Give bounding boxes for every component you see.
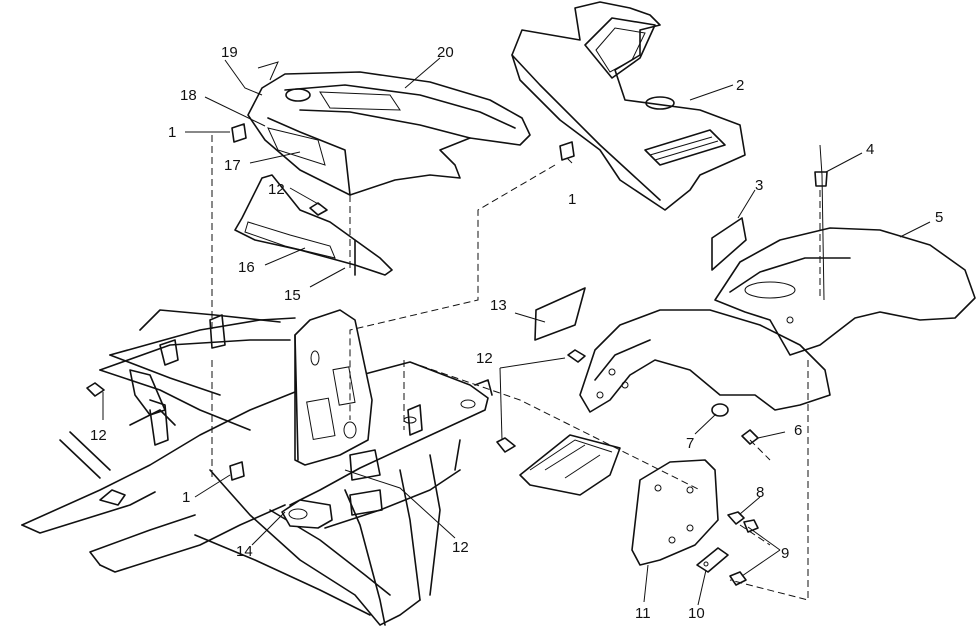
- atv-frame: [21, 309, 493, 626]
- callout-1-top-left: 1: [168, 124, 176, 141]
- mud-flap-part-11: [631, 459, 719, 566]
- callout-13: 13: [490, 297, 507, 314]
- callout-1-bottom: 1: [182, 489, 190, 506]
- callout-10: 10: [688, 605, 705, 622]
- front-fender: [579, 309, 831, 413]
- bracket-part-10: [696, 547, 729, 573]
- decal-part-3: [711, 217, 747, 271]
- callout-3: 3: [755, 177, 763, 194]
- callout-18: 18: [180, 87, 197, 104]
- callout-12-mid: 12: [476, 350, 493, 367]
- callout-6: 6: [794, 422, 802, 439]
- callout-2: 2: [736, 77, 744, 94]
- callout-12-left: 12: [90, 427, 107, 444]
- leader-lines: [102, 57, 931, 606]
- rear-fender-part-5: [714, 227, 976, 356]
- callout-16: 16: [238, 259, 255, 276]
- callout-12-top: 12: [268, 181, 285, 198]
- callout-11-label: 11: [635, 605, 651, 622]
- callout-12-bottom: 12: [452, 539, 469, 556]
- callout-17: 17: [224, 157, 241, 174]
- mount-bracket: [519, 434, 621, 496]
- callout-15: 15: [284, 287, 301, 304]
- rear-cover-part-2: [511, 1, 746, 211]
- callout-1-mid: 1: [568, 191, 576, 208]
- callout-20: 20: [437, 44, 454, 61]
- lower-panel-part-16: [234, 174, 393, 276]
- hardware: [86, 123, 828, 586]
- callout-11-text: 11: [635, 605, 651, 622]
- callout-7: 7: [686, 435, 694, 452]
- callout-4: 4: [866, 141, 874, 158]
- callout-19: 19: [221, 44, 238, 61]
- front-cover-part-20: [247, 61, 531, 196]
- decal-part-13: [534, 287, 586, 341]
- callout-9: 9: [781, 545, 789, 562]
- callout-8: 8: [756, 484, 764, 501]
- callout-14: 14: [236, 543, 253, 560]
- assembly-dashed-lines: [211, 135, 821, 601]
- callout-5: 5: [935, 209, 943, 226]
- cover-insert-part-17: [267, 127, 326, 166]
